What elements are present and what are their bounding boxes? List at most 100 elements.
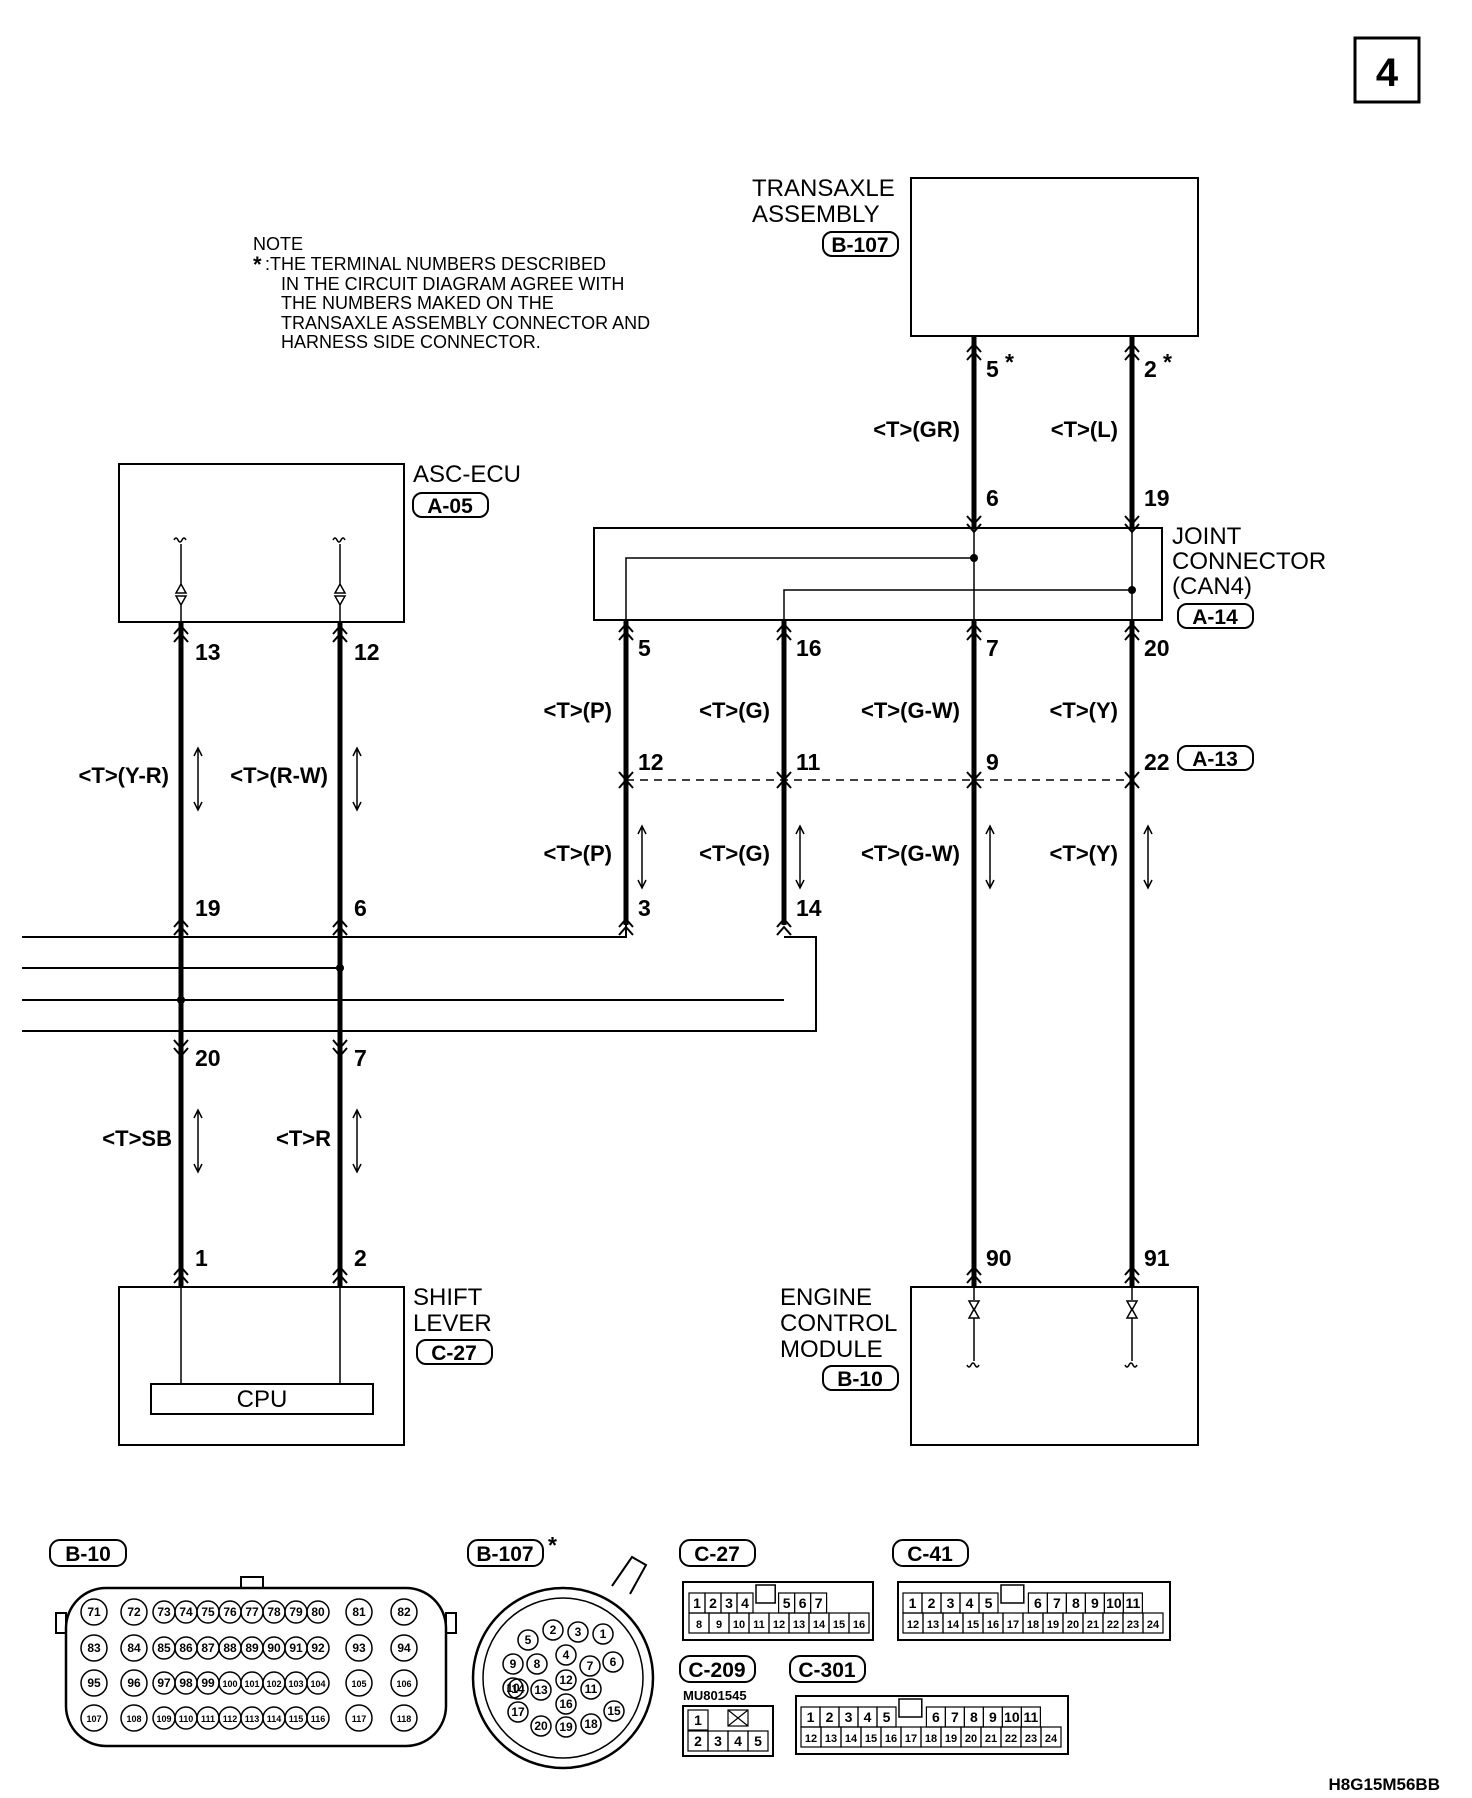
c27-cell (848, 1612, 870, 1634)
wire-y-lower: <T>(Y) (1050, 841, 1118, 866)
c27-pin-number: 9 (716, 1619, 722, 1631)
b10-pin-number: 94 (397, 1641, 411, 1655)
b10-pin-number: 96 (127, 1676, 141, 1690)
c27-pin-number: 2 (709, 1595, 717, 1611)
pin-j7: 7 (986, 635, 999, 661)
c209-cell (747, 1730, 769, 1752)
c301-pin-number: 4 (864, 1709, 872, 1725)
c41-pin-number: 23 (1127, 1619, 1139, 1631)
b10-pin (345, 1669, 373, 1697)
b107-pin (579, 1655, 601, 1677)
b10-pin-number: 80 (311, 1605, 325, 1619)
joint-label-1: JOINT (1172, 523, 1242, 550)
b10-pin-number: 106 (396, 1679, 411, 1689)
b10-pin-number: 73 (157, 1605, 171, 1619)
c301-pin-number: 21 (985, 1733, 997, 1745)
b107-pin-number: 14 (511, 1682, 525, 1696)
b10-pin (390, 1634, 418, 1662)
b107-pin-number: 16 (559, 1697, 573, 1711)
c41-pin-number: 6 (1034, 1595, 1042, 1611)
c301-pin-number: 5 (883, 1709, 891, 1725)
pin-c1: 1 (195, 1245, 208, 1271)
c41-pin-number: 12 (907, 1619, 919, 1631)
c301-pin-number: 13 (825, 1733, 837, 1745)
c301-pin-number: 3 (845, 1709, 853, 1725)
pin-j19: 19 (1144, 485, 1170, 511)
wire-p-lower: <T>(P) (544, 841, 612, 866)
b10-pin (390, 1704, 418, 1732)
b10-pin-number: 78 (267, 1605, 281, 1619)
c27-pin-number: 14 (813, 1619, 826, 1631)
b107-pin-number: 12 (559, 1673, 573, 1687)
transaxle-label-1: TRANSAXLE (752, 175, 895, 202)
note-line-4: TRANSAXLE ASSEMBLY CONNECTOR AND (281, 313, 650, 333)
c41-pin-number: 24 (1147, 1619, 1160, 1631)
c41-label: C-41 (907, 1543, 953, 1566)
b107-label: B-107 (476, 1543, 533, 1566)
b107-pin (602, 1651, 624, 1673)
c209-pin-number: 3 (714, 1733, 722, 1749)
pin-a12: 12 (638, 749, 664, 775)
wire-gw-upper: <T>(G-W) (861, 698, 960, 723)
ecm-label-3: MODULE (780, 1336, 883, 1363)
c41-pin-number: 15 (967, 1619, 979, 1631)
b107-pin-number: 11 (585, 1682, 598, 1696)
wire-g-upper: <T>(G) (699, 698, 770, 723)
c27-pin-number: 12 (773, 1619, 785, 1631)
b10-pin-number: 75 (201, 1605, 215, 1619)
b10-pin (390, 1669, 418, 1697)
c209-lock (727, 1709, 749, 1727)
b10-pin-number: 108 (126, 1714, 141, 1724)
pin-a22: 22 (1144, 749, 1170, 775)
b107-pin-number: 8 (534, 1657, 541, 1671)
b10-pin-number: 111 (201, 1714, 215, 1724)
b10-pin-number: 87 (201, 1641, 215, 1655)
c27-pin-number: 10 (733, 1619, 745, 1631)
b10-pin-number: 79 (289, 1605, 303, 1619)
b107-pin (580, 1713, 602, 1735)
c301-pin-number: 2 (826, 1709, 834, 1725)
pin-t2: 2 (1144, 356, 1157, 382)
b10-pin-number: 74 (179, 1605, 193, 1619)
c301-lock (898, 1698, 923, 1718)
c27-pin-number: 5 (783, 1595, 791, 1611)
c209-label: C-209 (688, 1659, 745, 1682)
b10-pin-number: 71 (87, 1605, 101, 1619)
c27-label: C-27 (694, 1543, 740, 1566)
c301-label: C-301 (798, 1659, 856, 1682)
b10-pin (80, 1598, 108, 1626)
b10-pin (80, 1704, 108, 1732)
b10-pin-number: 82 (397, 1605, 411, 1619)
c27-pin-number: 3 (725, 1595, 733, 1611)
b107-pin (592, 1623, 614, 1645)
pin-j20: 20 (1144, 635, 1170, 661)
wire-y-upper: <T>(Y) (1050, 698, 1118, 723)
c41-cell (1142, 1612, 1164, 1634)
c27-pin-number: 8 (696, 1619, 702, 1631)
b10-pin-number: 92 (311, 1641, 325, 1655)
b107-pin-number: 1 (600, 1627, 607, 1641)
c301-pin-number: 1 (807, 1709, 815, 1725)
c41-pin-number: 18 (1027, 1619, 1039, 1631)
c209-lock-mark (727, 1709, 749, 1727)
b107-pin (502, 1653, 524, 1675)
shift-lever-connector: C-27 (431, 1342, 477, 1365)
b10-pin (306, 1600, 330, 1624)
pin-t5: 5 (986, 356, 999, 382)
c27-lock (755, 1584, 776, 1604)
b10-pin (345, 1598, 373, 1626)
b10-pin-number: 90 (267, 1641, 281, 1655)
c301-pin-number: 9 (989, 1709, 997, 1725)
b107-pin (555, 1669, 577, 1691)
b107-pin (567, 1621, 589, 1643)
c27-pin-number: 16 (853, 1619, 865, 1631)
b10-pin-number: 113 (245, 1714, 260, 1724)
c301-pin-number: 7 (951, 1709, 959, 1725)
b10-pin-number: 114 (267, 1714, 282, 1724)
b10-pin-number: 99 (201, 1676, 215, 1690)
b10-pin (345, 1704, 373, 1732)
b107-pin-number: 4 (563, 1648, 570, 1662)
pin-b14: 14 (796, 895, 822, 921)
